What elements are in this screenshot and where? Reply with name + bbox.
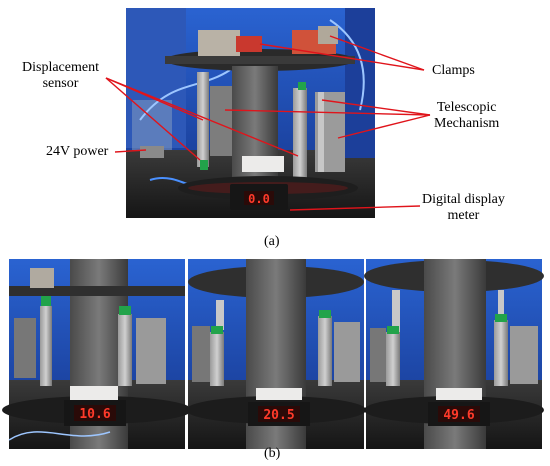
meter-b2-digits: 20.5 (263, 408, 294, 423)
meter-b3-digits: 49.6 (443, 408, 474, 423)
digital-display-meter-line-2: meter (447, 208, 480, 223)
displacement-sensor-label: Displacement sensor (22, 60, 99, 92)
meter-a-digits: 0.0 (248, 192, 270, 206)
telescopic-mechanism-label: Telescopic Mechanism (434, 100, 499, 132)
photo-b3 (364, 259, 544, 449)
clamps-label: Clamps (432, 63, 475, 78)
leader-lines (105, 35, 431, 211)
meter-b1-digits: 10.6 (79, 407, 110, 422)
power-label: 24V power (46, 144, 109, 159)
telescopic-mechanism-line-1: Telescopic (436, 100, 497, 115)
caption-a: (a) (264, 234, 280, 249)
telescopic-mechanism-line-2: Mechanism (434, 116, 500, 131)
photo-b1 (2, 259, 192, 449)
photo-b2 (186, 259, 366, 449)
displacement-sensor-line-1: Displacement (22, 60, 99, 75)
digital-display-meter-line-1: Digital display (422, 192, 505, 207)
displacement-sensor-line-2: sensor (42, 76, 79, 91)
caption-b: (b) (264, 446, 281, 461)
digital-display-meter-label: Digital display meter (422, 192, 505, 224)
